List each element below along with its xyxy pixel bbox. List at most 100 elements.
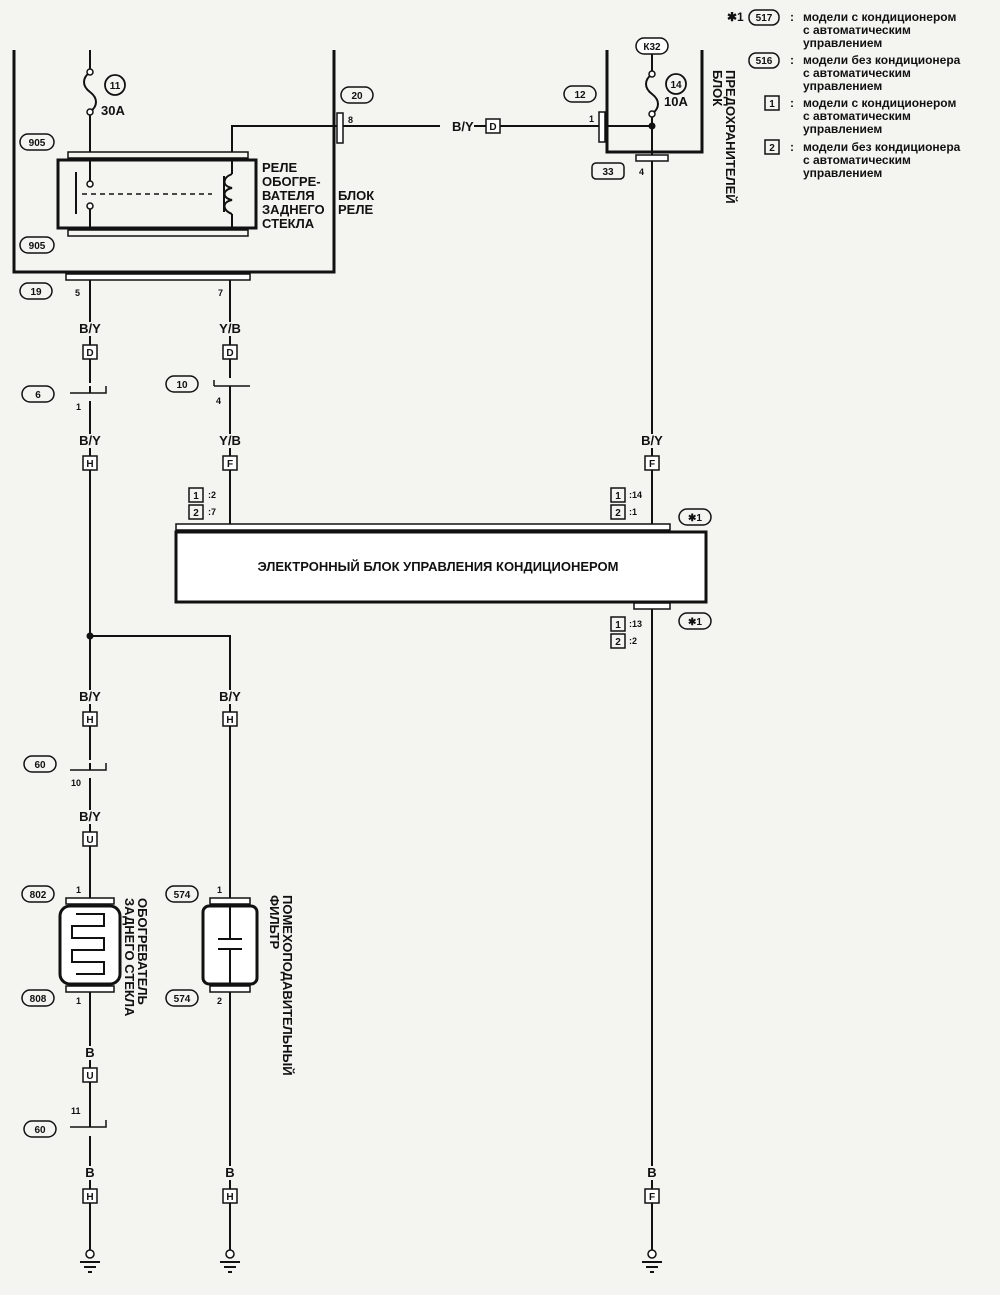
fuse-number: 14 (670, 80, 682, 91)
heater-label-line: ОБОГРЕВАТЕЛЬ (135, 898, 150, 1005)
wire-color: B (225, 1165, 234, 1180)
heater-top-bar (65, 897, 115, 905)
label-background (640, 1166, 664, 1180)
location-box (82, 344, 98, 360)
filter-code-bottom: 574 (174, 994, 191, 1005)
heater-label-line: ЗАДНЕГО СТЕКЛА (122, 898, 137, 1017)
location-box (82, 455, 98, 471)
connector-10: 10 (176, 380, 188, 391)
connector-symbol (70, 763, 107, 771)
connector-oval (591, 162, 625, 180)
label-background (212, 690, 248, 704)
relay-label: ОБОГРЕ- (262, 174, 321, 189)
star-oval (678, 612, 712, 630)
legend: ✱1 517 : модели с кондиционером с автома… (727, 9, 961, 180)
pin-number: :2 (208, 490, 216, 500)
legend-line: модели без кондиционера (803, 140, 961, 154)
location-box (82, 711, 98, 727)
relay-code-oval (19, 236, 55, 254)
variant-box (764, 139, 780, 155)
connector-bar (635, 154, 669, 162)
legend-colon: : (790, 10, 794, 24)
pin-number: 1 (76, 885, 81, 895)
middle-column: Y/B D 10 4 Y/B F 1 :2 2 :7 (165, 280, 250, 533)
legend-line: управлением (803, 166, 882, 180)
variant-box (764, 95, 780, 111)
location-box (485, 118, 501, 134)
label-background (218, 1166, 242, 1180)
wire-color: B (647, 1165, 656, 1180)
link-wire: B/Y D (343, 118, 600, 134)
connector-6: 6 (35, 390, 41, 401)
connector-oval (748, 9, 780, 26)
pin-number: :7 (208, 507, 216, 517)
location-box (222, 455, 238, 471)
legend-line: с автоматическим (803, 23, 911, 37)
pin-number: :1 (629, 507, 637, 517)
label-background (212, 322, 248, 336)
connector-oval (23, 755, 57, 773)
fuse-block-title-line: БЛОК (710, 70, 725, 106)
connector-33: 33 (602, 167, 614, 178)
relay-code-bottom: 905 (29, 241, 46, 252)
relay-block: 11 30A 905 905 РЕЛЕ ОБОГРЕ- ВАТЕЛЯ ЗАДНЕ… (12, 50, 374, 300)
pin-number: :14 (629, 490, 642, 500)
fuse-terminal (648, 110, 656, 118)
left-column: B/Y D 6 1 B/Y H B/Y H 60 10 B/Y U (21, 280, 150, 1273)
switch-contact (86, 202, 94, 210)
filter-bottom-bar (209, 985, 251, 993)
fuse-rating: 30A (101, 103, 125, 118)
legend-code: 2 (769, 143, 775, 154)
connector-12: 12 (574, 90, 586, 101)
location-box (82, 831, 98, 847)
star-marker: ✱1 (688, 513, 702, 524)
connector-oval (748, 52, 780, 69)
filter-label: ПОМЕХОПОДАВИТЕЛЬНЫЙ ФИЛЬТР (267, 895, 295, 1076)
label-background (212, 434, 248, 448)
pin-number: 1 (589, 114, 594, 124)
filter-code-top: 574 (174, 890, 191, 901)
legend-line: с автоматическим (803, 109, 911, 123)
location-letter: F (649, 459, 655, 470)
wire-color: B/Y (219, 689, 241, 704)
connector-oval (563, 85, 597, 103)
legend-code: 1 (769, 99, 775, 110)
variant-box (188, 487, 204, 503)
connector-oval (165, 989, 199, 1007)
heater-grid (71, 913, 105, 975)
location-letter: U (86, 1071, 93, 1082)
location-letter: H (86, 459, 93, 470)
location-box (644, 455, 660, 471)
pin-number: 4 (639, 167, 644, 177)
variant-box (610, 633, 626, 649)
noise-filter: 574 1 574 2 ПОМЕХОПОДАВИТЕЛЬНЫЙ ФИЛЬТР (165, 885, 295, 1076)
location-letter: H (86, 1192, 93, 1203)
pin-number: 7 (218, 288, 223, 298)
rear-window-heater: 802 1 808 1 ОБОГРЕВАТЕЛЬ ЗАДНЕГО СТЕКЛА (21, 885, 150, 1017)
legend-line: модели с кондиционером (803, 10, 956, 24)
wire-color: B/Y (452, 119, 474, 134)
legend-line: с автоматическим (803, 153, 911, 167)
location-box (82, 1188, 98, 1204)
variant-number: 1 (615, 620, 621, 631)
filter-top-bar (209, 897, 251, 905)
right-column: B/Y F 1 :14 2 :1 ✱1 ✱1 1 :13 2 :2 B F (610, 161, 712, 1273)
location-letter: D (489, 122, 496, 133)
switch-contact (86, 180, 94, 188)
variant-number: 2 (193, 508, 199, 519)
wire-color: B/Y (79, 321, 101, 336)
variant-box (610, 616, 626, 632)
connector-oval (340, 86, 374, 104)
pin-number: 10 (71, 778, 81, 788)
variant-number: 2 (615, 637, 621, 648)
wire-color: B (85, 1045, 94, 1060)
label-background (72, 810, 106, 824)
location-letter: H (86, 715, 93, 726)
fuse-block: К32 14 10A 12 1 33 4 БЛОК ПРЕДОХРАНИТЕЛЕ… (563, 37, 738, 204)
filter-label-line: ПОМЕХОПОДАВИТЕЛЬНЫЙ (280, 895, 295, 1076)
pin-number: 5 (75, 288, 80, 298)
location-letter: F (227, 459, 233, 470)
pin-number: 1 (76, 996, 81, 1006)
wire-color: B/Y (641, 433, 663, 448)
